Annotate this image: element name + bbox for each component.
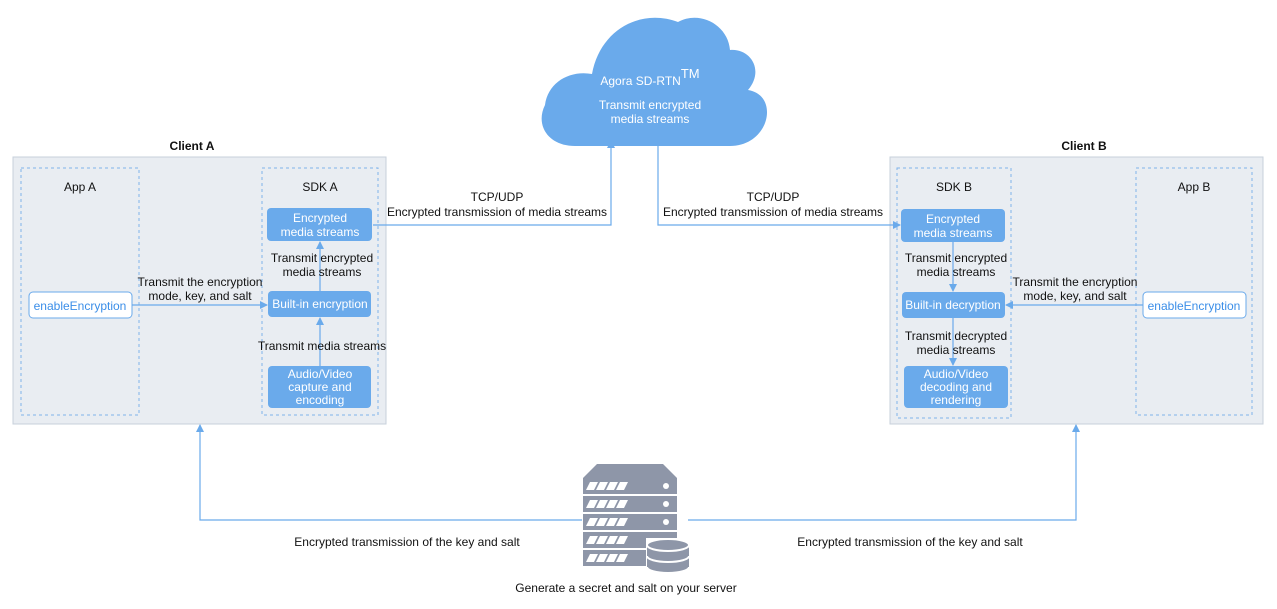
database-icon <box>646 538 690 574</box>
app-a-title: App A <box>64 180 96 194</box>
app-b-to-sdk-line1: Transmit the encryption <box>1013 275 1138 289</box>
sdk-b-step-encrypted-line2: media streams <box>917 265 996 279</box>
cloud-icon <box>541 17 768 146</box>
sdk-b-builtin-box: Built-in decryption <box>902 292 1005 318</box>
client-a-title: Client A <box>170 139 215 153</box>
sdk-b-step-decrypted-line2: media streams <box>917 343 996 357</box>
link-cloud-b-desc: Encrypted transmission of media streams <box>663 205 883 219</box>
sdk-a-av-box: Audio/Video capture and encoding <box>268 366 371 408</box>
app-a-container <box>20 167 140 416</box>
sdk-b-av-box: Audio/Video decoding and rendering <box>904 366 1008 408</box>
sdk-b-step-encrypted-line1: Transmit encrypted <box>905 251 1007 265</box>
app-b-title: App B <box>1178 180 1211 194</box>
server-icon <box>583 464 690 574</box>
sdk-a-builtin-label: Built-in encryption <box>272 297 367 311</box>
app-b-container <box>1135 167 1253 416</box>
sdk-a-step-encrypted-line2: media streams <box>283 265 362 279</box>
cloud-desc-line1: Transmit encrypted <box>599 98 701 112</box>
sdk-b-builtin-label: Built-in decryption <box>905 298 1000 312</box>
arrow-server-to-client-b <box>688 424 1080 521</box>
sdk-a-av-line3: encoding <box>296 393 345 407</box>
enable-encryption-b-button[interactable]: enableEncryption <box>1142 291 1247 319</box>
link-cloud-b-protocol: TCP/UDP <box>747 190 800 204</box>
sdk-a-encrypted-line1: Encrypted <box>293 211 347 225</box>
client-b-title: Client B <box>1061 139 1107 153</box>
app-b-to-sdk-line2: mode, key, and salt <box>1023 289 1127 303</box>
sdk-a-step-media: Transmit media streams <box>258 339 386 353</box>
cloud-title: Agora SD-RTNTM <box>600 66 699 88</box>
enable-encryption-a-button[interactable]: enableEncryption <box>28 291 133 319</box>
sdk-b-step-decrypted-line1: Transmit decrypted <box>905 329 1007 343</box>
sdk-a-encrypted-line2: media streams <box>281 225 360 239</box>
app-a-to-sdk-line1: Transmit the encryption <box>138 275 263 289</box>
sdk-b-av-line1: Audio/Video <box>924 367 989 381</box>
server-to-a-label: Encrypted transmission of the key and sa… <box>294 535 520 549</box>
sdk-b-title: SDK B <box>936 180 972 194</box>
sdk-b-av-line2: decoding and <box>920 380 992 394</box>
sdk-a-builtin-box: Built-in encryption <box>268 291 371 317</box>
sdk-b-encrypted-line2: media streams <box>914 226 993 240</box>
sdk-a-step-encrypted-line1: Transmit encrypted <box>271 251 373 265</box>
arrow-sdk-a-to-cloud <box>373 140 615 226</box>
sdk-a-title: SDK A <box>302 180 337 194</box>
cloud-desc-line2: media streams <box>611 112 690 126</box>
enable-encryption-b-label: enableEncryption <box>1148 299 1241 313</box>
sdk-a-av-line2: capture and <box>288 380 351 394</box>
cloud-agora-sd-rtn: Agora SD-RTNTM Transmit encrypted media … <box>541 17 768 146</box>
sdk-b-encrypted-box: Encrypted media streams <box>901 209 1005 242</box>
link-a-cloud-desc: Encrypted transmission of media streams <box>387 205 607 219</box>
sdk-b-encrypted-line1: Encrypted <box>926 212 980 226</box>
enable-encryption-a-label: enableEncryption <box>34 299 127 313</box>
arrow-server-to-client-a <box>196 424 582 521</box>
sdk-b-av-line3: rendering <box>931 393 982 407</box>
server-to-b-label: Encrypted transmission of the key and sa… <box>797 535 1023 549</box>
app-a-to-sdk-line2: mode, key, and salt <box>148 289 252 303</box>
sdk-b-container <box>896 167 1012 419</box>
sdk-a-encrypted-box: Encrypted media streams <box>267 208 372 241</box>
sdk-a-container <box>261 167 379 416</box>
link-a-cloud-protocol: TCP/UDP <box>471 190 524 204</box>
arrow-cloud-to-sdk-b <box>657 128 901 229</box>
sdk-a-av-line1: Audio/Video <box>288 367 353 381</box>
server-caption: Generate a secret and salt on your serve… <box>515 581 736 595</box>
